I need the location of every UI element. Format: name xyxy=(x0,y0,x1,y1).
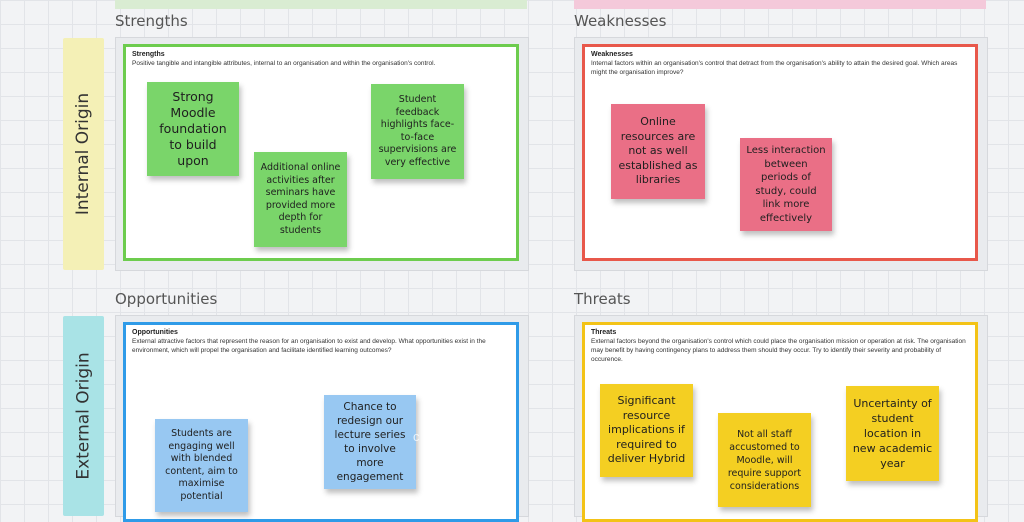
opportunities-panel-title: Opportunities xyxy=(132,329,178,336)
internal-origin-tab[interactable]: Internal Origin xyxy=(63,38,104,270)
weaknesses-panel-description: Internal factors within an organisation'… xyxy=(591,60,958,76)
opportunities-heading: Opportunities xyxy=(115,290,218,308)
strengths-panel-description: Positive tangible and intangible attribu… xyxy=(132,60,436,67)
weaknesses-panel-title: Weaknesses xyxy=(591,51,633,58)
watermark-text: c y.com xyxy=(413,429,459,444)
external-origin-label: External Origin xyxy=(73,352,94,480)
weaknesses-top-strip xyxy=(574,0,986,9)
sticky-note[interactable]: Strong Moodle foundation to build upon xyxy=(147,82,239,176)
sticky-note[interactable]: Chance to redesign our lecture series to… xyxy=(324,395,416,489)
threats-panel-title: Threats xyxy=(591,329,617,336)
sticky-note[interactable]: Online resources are not as well establi… xyxy=(611,104,705,199)
strengths-panel-title: Strengths xyxy=(132,51,165,58)
threats-heading: Threats xyxy=(574,290,631,308)
sticky-note[interactable]: Additional online activities after semin… xyxy=(254,152,347,247)
weaknesses-heading: Weaknesses xyxy=(574,12,667,30)
sticky-note[interactable]: Students are engaging well with blended … xyxy=(155,419,248,512)
sticky-note[interactable]: Uncertainty of student location in new a… xyxy=(846,386,939,481)
sticky-note[interactable]: Less interaction between periods of stud… xyxy=(740,138,832,231)
strengths-top-strip xyxy=(115,0,527,9)
internal-origin-label: Internal Origin xyxy=(73,92,94,216)
sticky-note[interactable]: Significant resource implications if req… xyxy=(600,384,693,477)
strengths-heading: Strengths xyxy=(115,12,188,30)
sticky-note[interactable]: Not all staff accustomed to Moodle, will… xyxy=(718,413,811,507)
opportunities-panel-description: External attractive factors that represe… xyxy=(132,338,486,354)
external-origin-tab[interactable]: External Origin xyxy=(63,316,104,516)
sticky-note[interactable]: Student feedback highlights face-to-face… xyxy=(371,84,464,179)
threats-panel-description: External factors beyond the organisation… xyxy=(591,338,966,363)
